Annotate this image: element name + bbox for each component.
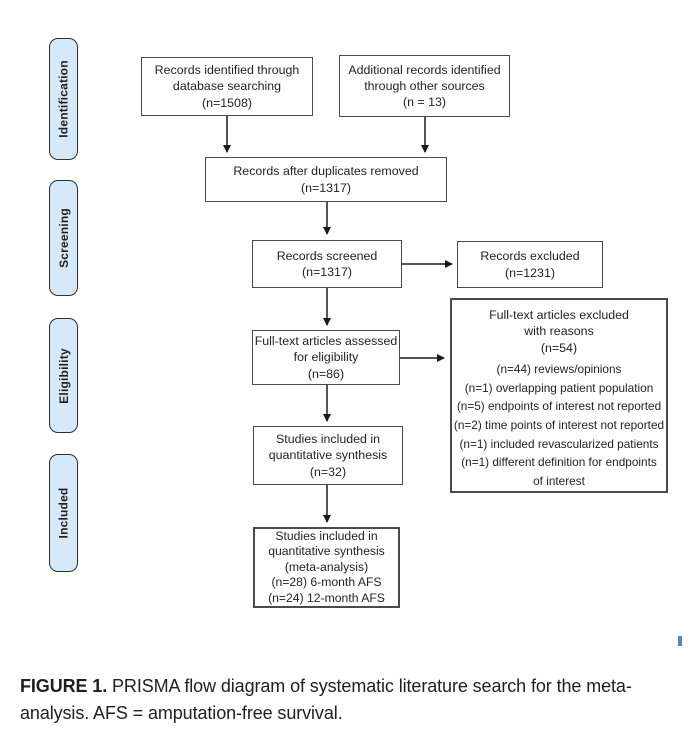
flow-box-records-screened: Records screened (n=1317) xyxy=(252,240,402,288)
flow-box-text: Records identified through database sear… xyxy=(154,63,300,110)
figure-caption-label: FIGURE 1. xyxy=(20,676,108,696)
blue-tick-mark xyxy=(678,636,682,646)
stage-label-screening: Screening xyxy=(49,180,78,296)
figure-caption: FIGURE 1. PRISMA flow diagram of systema… xyxy=(20,673,664,727)
stage-label-text: Eligibility xyxy=(56,347,71,404)
flow-box-fulltext-assessed: Full-text articles assessed for eligibil… xyxy=(252,330,400,385)
stage-label-text: Screening xyxy=(56,208,71,268)
flow-box-text: Full-text articles assessed for eligibil… xyxy=(254,334,398,381)
stage-label-text: Identification xyxy=(56,60,71,138)
flow-box-records-excluded: Records excluded (n=1231) xyxy=(457,241,603,288)
flow-box-meta-analysis: Studies included in quantitative synthes… xyxy=(253,527,400,608)
flow-box-text: Studies included in quantitative synthes… xyxy=(268,528,385,605)
flow-box-records-identified: Records identified through database sear… xyxy=(141,57,313,116)
flow-box-text: Studies included in quantitative synthes… xyxy=(268,432,388,479)
flow-box-text-reasons: (n=44) reviews/opinions (n=1) overlappin… xyxy=(453,362,665,488)
flow-box-fulltext-excluded: Full-text articles excluded with reasons… xyxy=(450,298,668,493)
figure-caption-text: PRISMA flow diagram of systematic litera… xyxy=(20,676,632,723)
flow-box-additional-records: Additional records identified through ot… xyxy=(339,55,510,117)
flow-box-quantitative-synthesis: Studies included in quantitative synthes… xyxy=(253,426,403,485)
stage-label-identification: Identification xyxy=(49,38,78,160)
flow-box-text: Records excluded (n=1231) xyxy=(480,249,580,280)
flow-box-text: Records screened (n=1317) xyxy=(276,248,378,279)
flow-box-duplicates-removed: Records after duplicates removed (n=1317… xyxy=(205,157,447,202)
flow-box-text-header: Full-text articles excluded with reasons… xyxy=(489,308,629,355)
flow-box-text: Records after duplicates removed (n=1317… xyxy=(233,164,419,195)
flow-box-text: Additional records identified through ot… xyxy=(348,62,501,110)
stage-label-eligibility: Eligibility xyxy=(49,318,78,433)
stage-label-included: Included xyxy=(49,454,78,572)
stage-label-text: Included xyxy=(56,487,71,539)
